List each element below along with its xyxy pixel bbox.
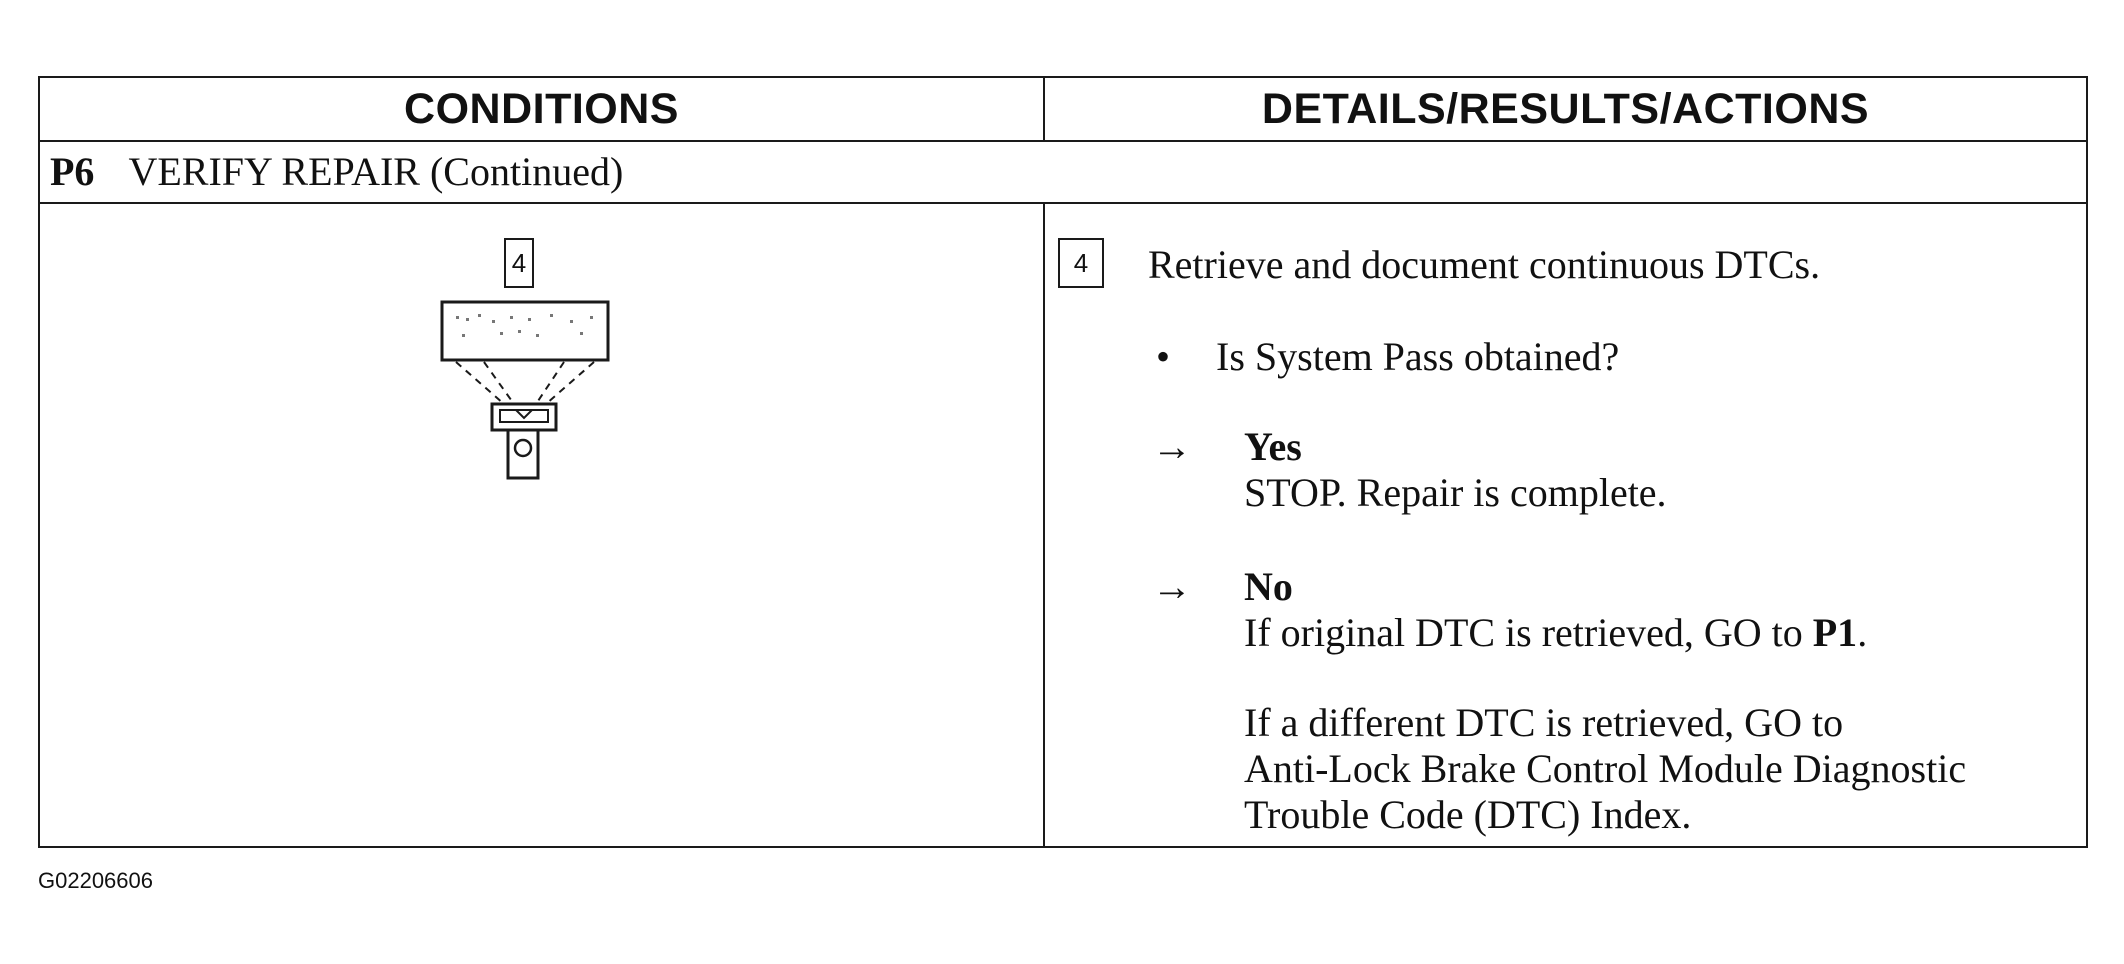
p1-reference: P1 [1812, 610, 1858, 655]
step-row-divider [40, 202, 2086, 204]
step-title-row: P6 VERIFY REPAIR (Continued) [50, 144, 623, 198]
no-text-different-line2: Anti-Lock Brake Control Module Diagnosti… [1244, 746, 1967, 791]
diagnostic-table: CONDITIONS DETAILS/RESULTS/ACTIONS P6 VE… [38, 76, 2088, 848]
yes-label: Yes [1244, 424, 1302, 469]
details-header: DETAILS/RESULTS/ACTIONS [1261, 84, 1870, 133]
instruction-text: Retrieve and document continuous DTCs. [1148, 242, 1821, 287]
yes-text: STOP. Repair is complete. [1244, 470, 1667, 515]
step-id: P6 [50, 148, 95, 194]
no-text-different-line1: If a different DTC is retrieved, GO to [1244, 700, 1844, 745]
no-text-different-line3: Trouble Code (DTC) Index. [1244, 792, 1692, 837]
details-step-number: 4 [1058, 238, 1104, 288]
step-title: VERIFY REPAIR (Continued) [128, 148, 624, 194]
conditions-header: CONDITIONS [404, 84, 679, 133]
bullet: • [1156, 334, 1171, 379]
yes-arrow-icon: → [1152, 424, 1192, 469]
question-text: Is System Pass obtained? [1216, 334, 1620, 379]
figure-caption: G02206606 [38, 868, 153, 893]
header-divider [40, 140, 2086, 142]
illustration-step-number: 4 [504, 238, 534, 288]
scan-tool-icon [440, 300, 610, 480]
no-label: No [1244, 564, 1293, 609]
body-column-divider [1043, 202, 1045, 846]
no-text-original: If original DTC is retrieved, GO to P1. [1244, 610, 1868, 655]
header-column-divider [1043, 78, 1045, 140]
no-arrow-icon: → [1152, 564, 1192, 609]
